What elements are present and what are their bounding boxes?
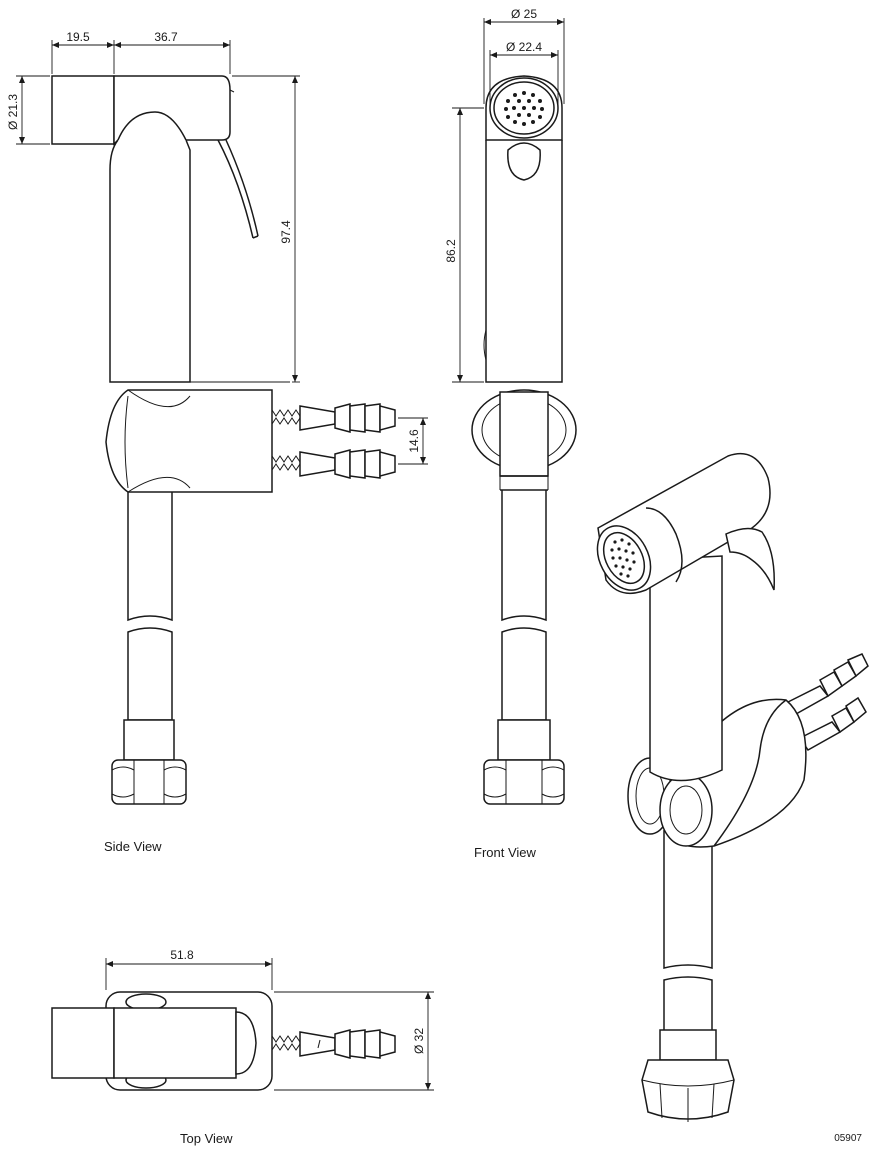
side-view: 19.5 36.7 Ø 21.3 97.4 (6, 30, 428, 854)
iso-trigger (725, 527, 775, 591)
svg-text:Ø 21.3: Ø 21.3 (6, 94, 20, 130)
side-ferrule (123, 719, 175, 761)
iso-hose (663, 830, 713, 969)
top-head (113, 1007, 237, 1079)
top-inlet (271, 1029, 396, 1059)
side-inlet-top (271, 403, 396, 433)
isometric-view (596, 452, 869, 1122)
spray-holes (504, 91, 544, 126)
front-hose (501, 490, 547, 622)
side-nut (111, 759, 187, 805)
dim-bracket-width: 51.8 (105, 948, 273, 990)
front-nut (483, 759, 565, 805)
dim-nozzle-diameter: Ø 21.3 (6, 75, 50, 145)
svg-text:Ø 32: Ø 32 (412, 1028, 426, 1054)
svg-text:19.5: 19.5 (66, 30, 90, 44)
side-bracket (105, 389, 273, 493)
svg-text:Ø 25: Ø 25 (511, 7, 537, 21)
dim-body-height: 97.4 (232, 75, 300, 383)
iso-inlet-bottom (798, 696, 867, 751)
iso-handle (649, 555, 723, 782)
iso-ferrule (659, 1029, 717, 1061)
iso-nozzle-face (596, 525, 652, 591)
front-view-label: Front View (474, 845, 537, 860)
dim-head-length: 36.7 (114, 30, 231, 74)
svg-text:36.7: 36.7 (154, 30, 178, 44)
side-nozzle (51, 75, 115, 145)
drawing-code: 05907 (834, 1133, 862, 1144)
dim-nozzle-length: 19.5 (51, 30, 115, 74)
front-view: Ø 25 Ø 22.4 86.2 Front View (444, 7, 577, 860)
side-inlet-bottom (271, 449, 396, 479)
front-trigger (507, 142, 541, 181)
svg-text:86.2: 86.2 (444, 239, 458, 263)
top-view-label: Top View (180, 1131, 233, 1146)
dim-inlet-spacing: 14.6 (398, 417, 428, 465)
side-head (113, 75, 231, 146)
side-trigger (217, 139, 254, 239)
svg-text:Ø 22.4: Ø 22.4 (506, 40, 542, 54)
dim-outer-diameter: Ø 25 (483, 7, 565, 104)
top-nozzle (51, 1007, 115, 1079)
side-hose (127, 492, 173, 622)
dim-bracket-diameter: Ø 32 (274, 991, 434, 1091)
side-view-label: Side View (104, 839, 162, 854)
svg-text:51.8: 51.8 (170, 948, 194, 962)
front-ferrule (497, 719, 551, 761)
dim-inner-diameter: Ø 22.4 (489, 40, 559, 104)
svg-text:97.4: 97.4 (279, 220, 293, 244)
iso-spray-holes (610, 538, 636, 578)
svg-text:14.6: 14.6 (407, 429, 421, 453)
side-handle (109, 139, 191, 383)
top-view: 51.8 Ø 32 Top View (51, 948, 434, 1146)
dim-front-body-height: 86.2 (444, 107, 484, 383)
iso-inlet-top (786, 653, 869, 715)
